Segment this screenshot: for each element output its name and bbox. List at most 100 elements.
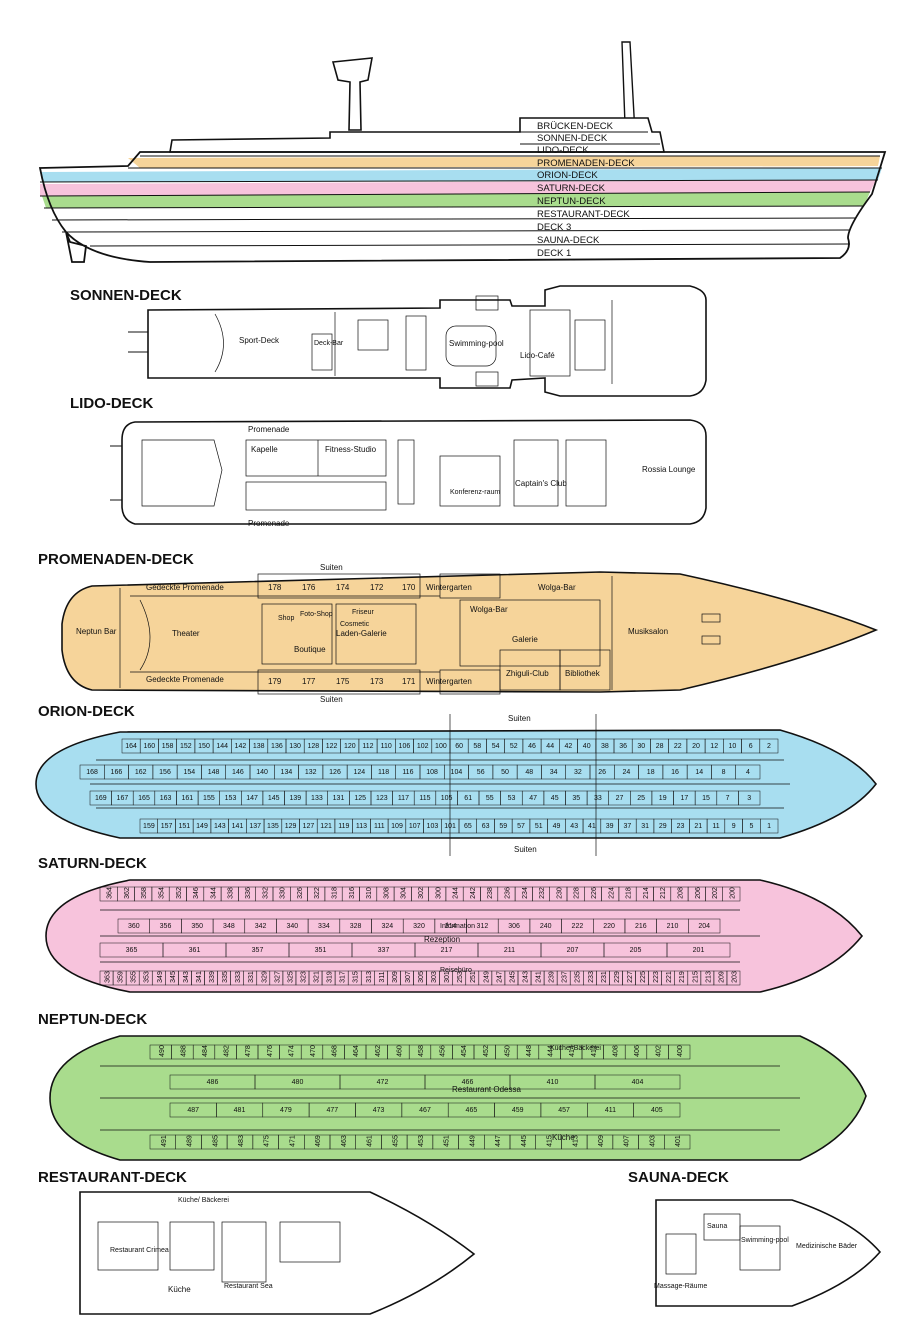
restaurant-crimea-label: Restaurant Crimea: [110, 1247, 169, 1254]
cabin-number: 103: [427, 823, 439, 830]
cabin-number: 409: [598, 1135, 605, 1147]
laden-galerie-label: Laden-Galerie: [336, 629, 387, 638]
cabin-number: 31: [641, 823, 649, 830]
cabin-number: 154: [183, 769, 195, 776]
cabin-number: 353: [144, 971, 151, 983]
cabin-number: 164: [125, 743, 137, 750]
cabin-number: 461: [367, 1135, 374, 1147]
cabin-number: 447: [495, 1135, 502, 1147]
cabin-number: 123: [376, 795, 388, 802]
deck-label-saturn: SATURN-DECK: [537, 183, 606, 194]
cabin-number: 224: [608, 887, 615, 899]
cabin-number: 102: [417, 743, 429, 750]
cabin-number: 203: [732, 971, 739, 983]
sport-deck-label: Sport-Deck: [239, 336, 280, 345]
cabin-number: 157: [161, 823, 173, 830]
cabin-number: 302: [418, 887, 425, 899]
kapelle-label: Kapelle: [251, 445, 278, 454]
zhiguli-club-label: Zhiguli-Club: [506, 669, 549, 678]
cabin-number: 14: [695, 769, 703, 776]
cabin-number: 177: [302, 677, 316, 686]
cabin-number: 354: [159, 887, 166, 899]
cabin-number: 313: [366, 971, 373, 983]
cabin-number: 490: [159, 1045, 166, 1057]
cabin-number: 105: [441, 795, 453, 802]
cabin-number: 12: [710, 743, 718, 750]
cabin-number: 316: [349, 887, 356, 899]
cabin-number: 444: [548, 1045, 555, 1057]
konferenzraum-label: Konferenz-raum: [450, 489, 500, 496]
cabin-number: 228: [574, 887, 581, 899]
cabin-number: 249: [483, 971, 490, 983]
promenaden-cabins-bottom: 179 177 175 173 171: [268, 677, 416, 686]
cabin-number: 158: [162, 743, 174, 750]
cabin-number: 212: [660, 887, 667, 899]
cabin-number: 22: [674, 743, 682, 750]
cabin-number: 113: [356, 823, 367, 830]
cabin-number: 253: [457, 971, 464, 983]
wintergarten-top: Wintergarten: [426, 583, 472, 592]
cabin-number: 161: [181, 795, 193, 802]
cabin-number: 467: [419, 1107, 431, 1114]
cabin-number: 28: [656, 743, 664, 750]
cabin-number: 52: [510, 743, 518, 750]
cabin-number: 405: [651, 1107, 663, 1114]
cabin-number: 35: [572, 795, 580, 802]
cabin-number: 218: [626, 887, 633, 899]
cabin-number: 247: [496, 971, 503, 983]
cabin-number: 225: [640, 971, 647, 983]
cabin-number: 121: [320, 823, 332, 830]
cabin-number: 100: [435, 743, 447, 750]
deck-label-promenaden: PROMENADEN-DECK: [537, 158, 635, 169]
cabin-number: 401: [675, 1135, 682, 1147]
cabin-number: 34: [550, 769, 558, 776]
lido-promenade-top: Promenade: [248, 425, 290, 434]
cabin-number: 165: [138, 795, 150, 802]
massage-raeume-label: Massage-Räume: [654, 1283, 707, 1290]
cabin-number: 328: [350, 923, 362, 930]
cabin-number: 171: [402, 677, 416, 686]
restaurant-odessa-label: Restaurant Odessa: [452, 1085, 521, 1094]
cabin-number: 33: [594, 795, 602, 802]
cabin-number: 411: [605, 1107, 616, 1114]
cabin-number: 468: [332, 1045, 339, 1057]
cabin-number: 139: [289, 795, 301, 802]
cabin-number: 160: [143, 743, 155, 750]
cabin-number: 30: [637, 743, 645, 750]
cabin-number: 176: [302, 583, 316, 592]
sauna-pool-label: Swimming-pool: [741, 1237, 789, 1244]
cabin-number: 325: [287, 971, 294, 983]
cabin-number: 146: [232, 769, 244, 776]
cabin-number: 407: [624, 1135, 631, 1147]
cabin-number: 318: [332, 887, 339, 899]
cabin-number: 346: [193, 887, 200, 899]
cabin-number: 451: [444, 1135, 451, 1147]
promenaden-deck-title: PROMENADEN-DECK: [38, 551, 194, 568]
cabin-number: 329: [261, 971, 268, 983]
cabin-number: 214: [643, 887, 650, 899]
cabin-number: 340: [286, 923, 298, 930]
cabin-number: 450: [504, 1045, 511, 1057]
gedeckte-promenade-bottom: Gedeckte Promenade: [146, 675, 224, 684]
cabin-number: 202: [712, 887, 719, 899]
cabin-number: 465: [466, 1107, 478, 1114]
cabin-number: 471: [289, 1135, 296, 1147]
cabin-number: 336: [245, 887, 252, 899]
cabin-number: 327: [274, 971, 281, 983]
cabin-number: 54: [492, 743, 500, 750]
cabin-number: 457: [558, 1107, 570, 1114]
promenaden-suiten-bottom: Suiten: [320, 695, 343, 704]
restaurant-deck-plan: RESTAURANT-DECK Küche/ Bäckerei Restaura…: [38, 1169, 476, 1315]
musiksalon-label: Musiksalon: [628, 627, 668, 636]
cabin-number: 5: [749, 823, 753, 830]
cabin-number: 118: [378, 769, 389, 776]
cabin-number: 209: [718, 971, 725, 983]
cabin-number: 170: [402, 583, 416, 592]
cabin-number: 231: [601, 971, 608, 983]
cabin-number: 144: [216, 743, 228, 750]
cabin-number: 464: [353, 1045, 360, 1057]
cabin-number: 216: [635, 923, 647, 930]
restaurant-deck-kueche-baeckerei: Küche/ Bäckerei: [178, 1197, 229, 1204]
